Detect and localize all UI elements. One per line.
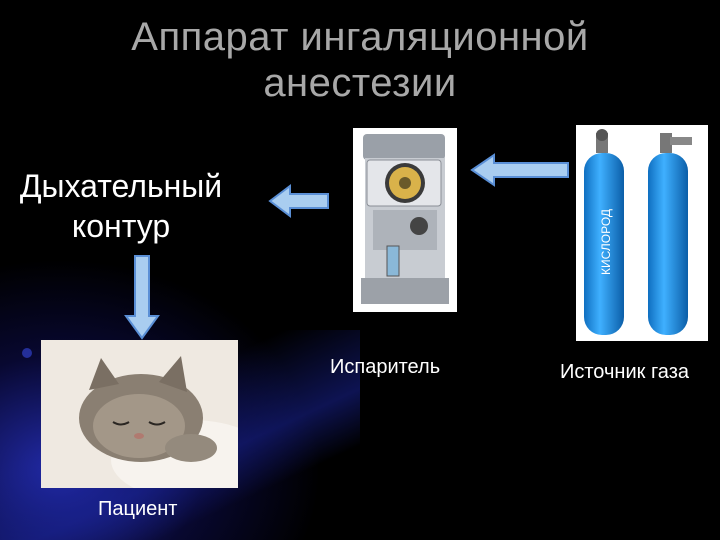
patient-kitten-image: [41, 340, 271, 500]
slide-title: Аппарат ингаляционной анестезии: [131, 15, 589, 105]
cylinder-label: КИСЛОРОД: [599, 209, 613, 275]
vaporizer-label: Испаритель: [330, 356, 441, 378]
gas-source-label: Источник газа: [560, 361, 689, 383]
arrow-to-circuit: [268, 184, 329, 218]
breathing-circuit-label: Дыхательный контур: [19, 168, 223, 244]
patient-label: Пациент: [98, 498, 178, 520]
arrow-to-patient: [124, 255, 160, 340]
decorative-dot: [22, 348, 32, 358]
vaporizer-image: [353, 128, 457, 312]
arrow-to-vaporizer: [470, 153, 569, 187]
oxygen-cylinders-image: КИСЛОРОД: [576, 125, 708, 341]
